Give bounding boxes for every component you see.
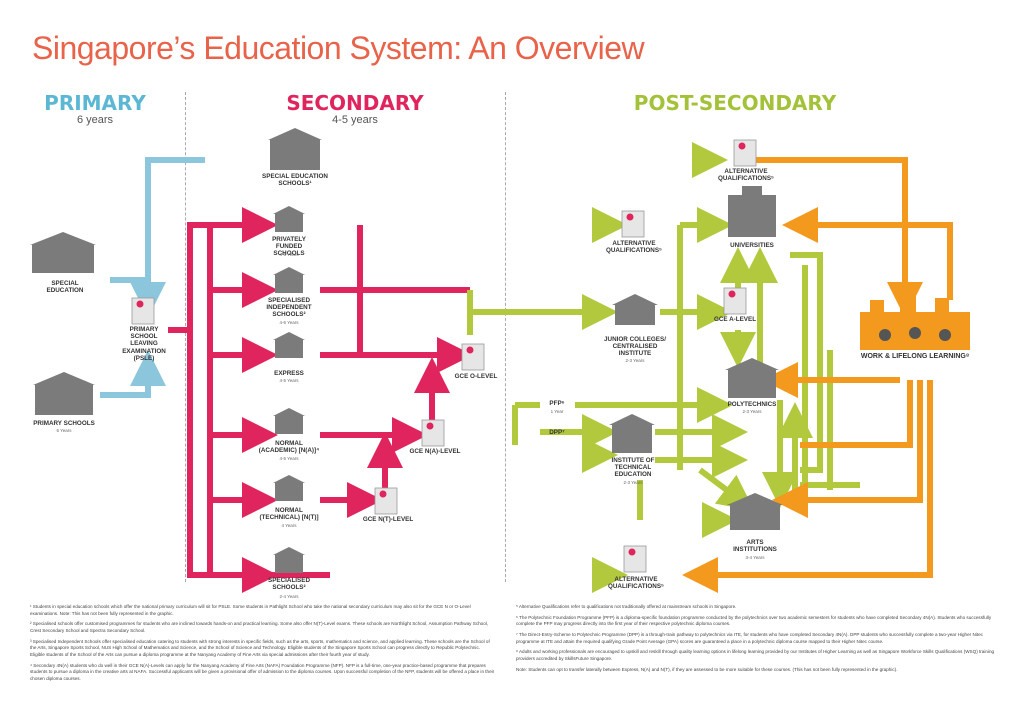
- normal-academic-icon: [273, 408, 305, 434]
- special-education-icon: [30, 232, 96, 273]
- phase-secondary: SECONDARY: [286, 91, 424, 115]
- label-specialised-schools: SPECIALISED SCHOOLS²: [268, 577, 310, 592]
- divider-secondary-post: [505, 92, 506, 582]
- label-specialised-independent: SPECIALISED INDEPENDENT SCHOOLS²: [266, 297, 312, 319]
- label-work-lifelong: WORK & LIFELONG LEARNING⁸: [860, 353, 970, 360]
- years-normal-academic: 4-5 Years: [279, 456, 299, 461]
- label-psle: PRIMARY SCHOOL LEAVING EXAMINATION (PSLE…: [122, 326, 166, 362]
- phase-post-secondary: POST-SECONDARY: [633, 91, 837, 115]
- years-arts: 3-4 Years: [745, 555, 765, 560]
- years-specialised-schools: 2-4 Years: [279, 594, 299, 599]
- label-polytechnics: POLYTECHNICS: [727, 401, 777, 408]
- psle-certificate-icon: [131, 297, 155, 325]
- work-paths: [682, 157, 953, 593]
- years-privately-funded: 4-6 Years: [279, 252, 299, 257]
- years-ite: 2-3 Years: [623, 480, 643, 485]
- phase-primary: PRIMARY: [44, 91, 146, 115]
- years-express: 4-5 Years: [279, 378, 299, 383]
- gce-nt-certificate-icon: [374, 487, 398, 515]
- label-alt-qual-mid: ALTERNATIVE QUALIFICATIONS⁵: [605, 240, 662, 255]
- secondary-paths: [168, 207, 473, 593]
- alt-top-certificate-icon: [733, 139, 757, 167]
- years-junior-colleges: 2-3 Years: [625, 358, 645, 363]
- phase-secondary-years: 4-5 years: [332, 114, 378, 126]
- label-gce-o: GCE O-LEVEL: [454, 373, 498, 380]
- school-icons: [30, 128, 783, 573]
- label-special-ed-schools: SPECIAL EDUCATION SCHOOLS¹: [262, 173, 328, 188]
- footnote-3: ³ Specialised Independent Schools offer …: [30, 638, 490, 657]
- years-pfp: 1 Year: [550, 409, 564, 414]
- alt-mid-certificate-icon: [621, 210, 645, 238]
- label-special-education: SPECIAL EDUCATION: [46, 280, 84, 295]
- label-express: EXPRESS: [274, 370, 304, 377]
- label-normal-technical: NORMAL (TECHNICAL) [N(T)]: [259, 507, 319, 522]
- label-arts: ARTS INSTITUTIONS: [733, 539, 777, 554]
- footnotes-right: ⁵ Alternative Qualifications refer to qu…: [516, 604, 996, 673]
- specialised-schools-icon: [273, 547, 305, 573]
- footnote-7: ⁷ The Direct-Entry-Scheme to Polytechnic…: [516, 631, 983, 644]
- footnote-8: ⁸ Adults and working professionals are e…: [516, 649, 995, 661]
- label-pfp: PFP⁶: [549, 400, 565, 407]
- privately-funded-icon: [273, 206, 305, 232]
- label-alt-qual-top: ALTERNATIVE QUALIFICATIONS⁵: [717, 168, 774, 183]
- polytechnics-icon: [725, 358, 779, 398]
- label-junior-colleges: JUNIOR COLLEGES/ CENTRALISED INSTITUTE: [604, 336, 666, 358]
- gce-a-certificate-icon: [723, 287, 747, 315]
- years-normal-technical: 4 Years: [281, 523, 297, 528]
- primary-schools-icon: [33, 372, 95, 415]
- label-universities: UNIVERSITIES: [730, 242, 774, 249]
- ite-icon: [609, 414, 655, 453]
- label-ite: INSTITUTE OF TECHNICAL EDUCATION: [611, 457, 655, 479]
- alt-bottom-certificate-icon: [623, 545, 647, 573]
- label-normal-academic: NORMAL (ACADEMIC) [N(A)]⁴: [258, 440, 320, 455]
- label-alt-qual-bottom: ALTERNATIVE QUALIFICATIONS⁵: [607, 576, 664, 591]
- footnote-4: ⁴ Secondary 4N(A) students who do well i…: [30, 662, 495, 681]
- label-gce-nt: GCE N(T)-LEVEL: [362, 516, 414, 523]
- primary-paths: [100, 157, 205, 398]
- years-primary-schools: 6 Years: [56, 428, 72, 433]
- page-title: Singapore’s Education System: An Overvie…: [32, 30, 645, 66]
- specialised-independent-icon: [273, 267, 305, 293]
- footnote-5: ⁵ Alternative Qualifications refer to qu…: [516, 604, 737, 609]
- gce-o-certificate-icon: [461, 343, 485, 371]
- label-privately-funded: PRIVATELY FUNDED SCHOOLS: [272, 236, 306, 258]
- pathway-diagram: [30, 128, 970, 593]
- years-polytechnics: 2-3 Years: [742, 409, 762, 414]
- label-dpp: DPP⁷: [549, 429, 565, 436]
- universities-icon: [728, 186, 776, 237]
- gce-na-certificate-icon: [421, 419, 445, 447]
- express-icon: [273, 332, 305, 358]
- work-lifelong-icon: [860, 292, 970, 350]
- special-ed-schools-icon: [268, 128, 322, 170]
- footnote-note: Note: Students can opt to transfer later…: [516, 666, 898, 672]
- label-gce-na: GCE N(A)-LEVEL: [409, 448, 461, 455]
- footnotes-left: ¹ Students in special education schools …: [30, 604, 495, 683]
- footnote-6: ⁶ The Polytechnic Foundation Programme (…: [516, 614, 992, 627]
- footnote-1: ¹ Students in special education schools …: [30, 604, 471, 616]
- certificate-seals: [136, 142, 746, 556]
- years-specialised-independent: 4-6 Years: [279, 320, 299, 325]
- label-primary-schools: PRIMARY SCHOOLS: [33, 420, 95, 427]
- footnote-2: ² Specialised schools offer customised p…: [30, 621, 489, 633]
- label-gce-a: GCE A-LEVEL: [713, 316, 757, 323]
- arts-icon: [727, 493, 783, 530]
- junior-colleges-icon: [612, 294, 658, 325]
- normal-technical-icon: [273, 475, 305, 501]
- phase-primary-years: 6 years: [76, 114, 114, 126]
- divider-primary-secondary: [185, 92, 186, 582]
